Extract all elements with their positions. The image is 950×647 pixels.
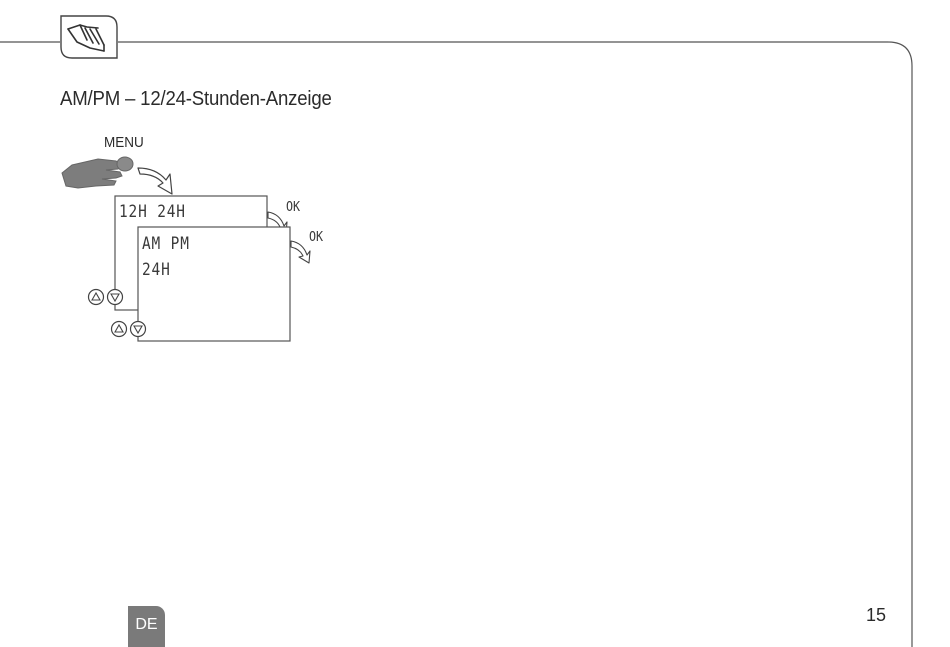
up-button-icon	[87, 288, 105, 306]
page-number: 15	[866, 605, 887, 625]
lcd-back-line1: 12H 24H	[119, 202, 186, 222]
ok-arrow-front	[290, 240, 311, 264]
down-button-icon	[106, 288, 124, 306]
ok-label-front: OK	[309, 230, 324, 245]
hand-press-icon	[60, 15, 118, 59]
lcd-front-line2: 24H	[142, 260, 171, 280]
up-button-icon	[110, 320, 128, 338]
ok-label-back: OK	[286, 200, 301, 215]
page-title: AM/PM – 12/24-Stunden-Anzeige	[60, 88, 332, 110]
language-badge: DE	[128, 606, 165, 647]
menu-diagram	[61, 156, 311, 342]
screen-front	[137, 226, 291, 342]
finger-press-icon	[61, 156, 134, 189]
menu-button-label: MENU	[104, 134, 144, 151]
arrow-curve-icon	[137, 167, 173, 195]
down-button-icon	[129, 320, 147, 338]
lcd-front-line1: AM PM	[142, 234, 190, 254]
